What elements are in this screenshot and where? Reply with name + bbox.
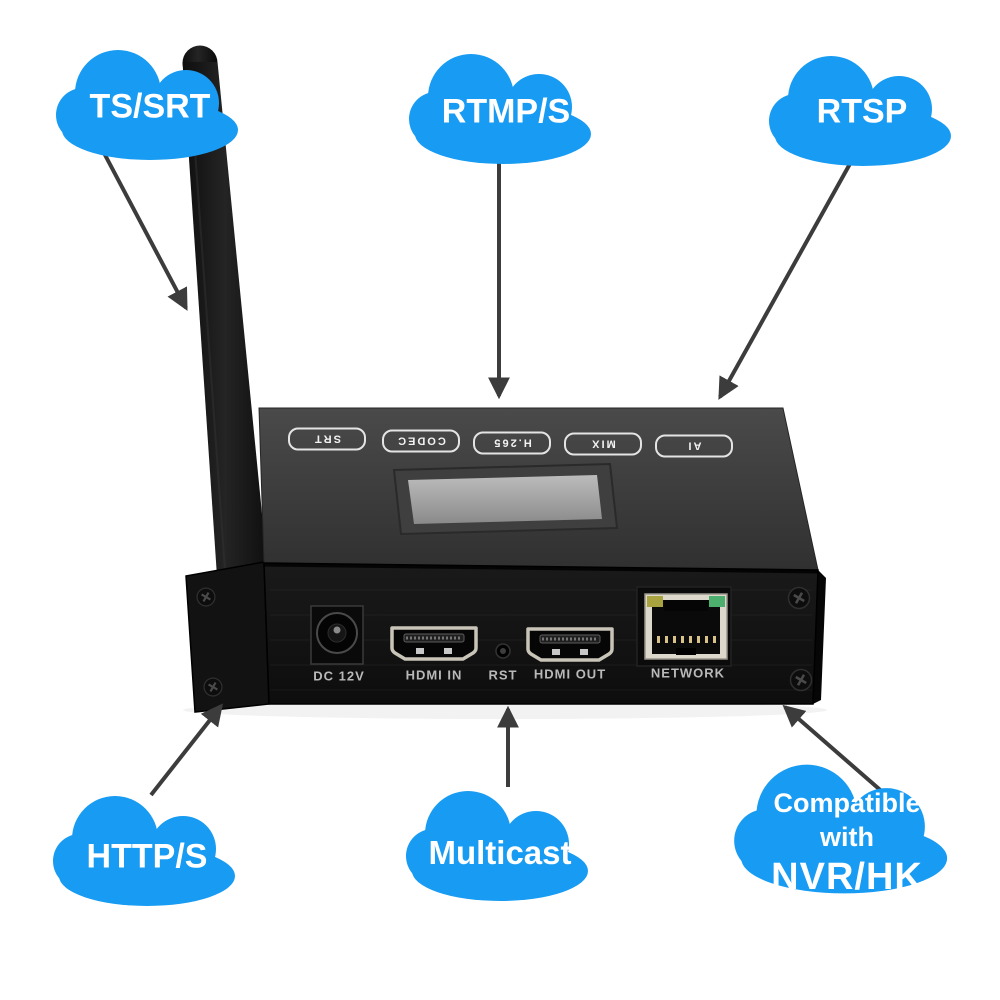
arrow-ts-srt — [102, 152, 188, 311]
device-right-edge — [813, 570, 826, 704]
arrow-http-s — [149, 703, 224, 797]
rst-reset-hole — [495, 643, 511, 659]
dc-power-port — [310, 605, 364, 665]
cloud-multicast-icon — [406, 791, 588, 901]
arrow-rtsp — [718, 152, 858, 400]
lcd-screen — [392, 462, 619, 536]
screw — [787, 586, 811, 610]
hdmi-out-port — [526, 627, 614, 662]
hdmi-in-port — [390, 626, 478, 661]
screw — [789, 668, 813, 692]
arrow-compatible — [782, 704, 888, 797]
screw — [196, 587, 216, 607]
encoder-device — [185, 407, 826, 713]
cloud-rtmp-s-icon — [409, 54, 591, 164]
cloud-rtsp-icon — [769, 56, 951, 166]
cloud-http-s-icon — [53, 796, 235, 906]
device-side-face — [185, 561, 270, 713]
cloud-compatible-icon — [734, 764, 948, 894]
screw — [203, 677, 223, 697]
network-rj45-port — [636, 586, 732, 667]
